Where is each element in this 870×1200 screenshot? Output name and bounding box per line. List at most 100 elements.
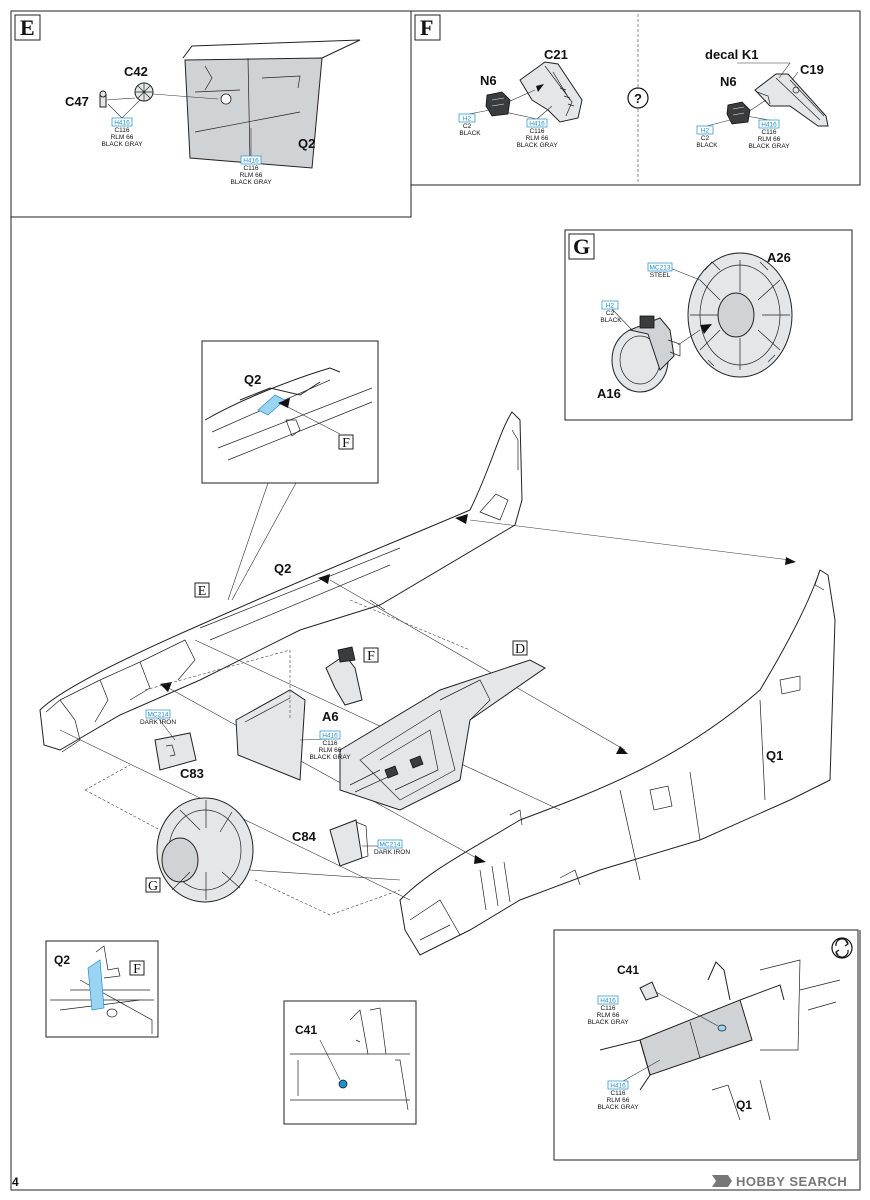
step-f-letter: F — [420, 15, 433, 40]
svg-text:C2: C2 — [463, 123, 472, 130]
color-callout-c84: MC214 DARK IRON — [374, 839, 410, 856]
svg-text:H2: H2 — [701, 128, 710, 135]
step-g-letter: G — [573, 234, 590, 259]
color-callout-f-right-b: H416 C116 RLM 66 BLACK GRAY — [748, 119, 790, 150]
c83-plate — [154, 732, 197, 771]
inset-q2-label: Q2 — [54, 953, 70, 967]
svg-text:BLACK GRAY: BLACK GRAY — [101, 141, 143, 148]
detail-q2: F Q2 — [201, 340, 379, 601]
svg-text:BLACK GRAY: BLACK GRAY — [587, 1019, 629, 1026]
color-callout-g-a: MC213 STEEL — [647, 262, 673, 279]
svg-text:H416: H416 — [610, 1083, 626, 1090]
rotate-c41-label: C41 — [617, 963, 639, 977]
svg-text:C116: C116 — [529, 128, 544, 135]
svg-text:H2: H2 — [463, 116, 472, 123]
part-n6-label-right: N6 — [720, 74, 737, 89]
color-callout-c83: MC214 DARK IRON — [140, 709, 176, 726]
color-callout-rotate-2: H416 C116 RLM 66 BLACK GRAY — [597, 1080, 639, 1111]
inset-rotate: C41 Q1 H416 C116 RLM 66 BLACK GRAY H416 … — [553, 929, 859, 1161]
decal-k1-label: decal K1 — [705, 47, 758, 62]
q2-panel-shape — [184, 57, 323, 169]
color-callout-e2: H416 C116 RLM 66 BLACK GRAY — [230, 155, 272, 186]
svg-text:H416: H416 — [600, 998, 616, 1005]
color-callout-f-right-a: H2 C2 BLACK — [696, 125, 718, 149]
inset-c41-label: C41 — [295, 1023, 317, 1037]
svg-text:RLM 66: RLM 66 — [526, 135, 549, 142]
svg-text:DARK IRON: DARK IRON — [374, 849, 410, 856]
cockpit-tub — [339, 659, 546, 811]
part-c21-label: C21 — [544, 47, 568, 62]
engine-main — [156, 797, 401, 903]
color-callout-f-left-a: H2 C2 BLACK — [458, 113, 481, 137]
a6-panel — [235, 689, 306, 781]
svg-text:MC214: MC214 — [148, 712, 169, 719]
svg-text:C116: C116 — [610, 1090, 625, 1097]
step-f-panel: F ? C21 N6 H2 C2 BLACK H416 C116 RLM 66 — [410, 10, 861, 186]
n6-box-left — [485, 91, 511, 117]
svg-text:BLACK: BLACK — [696, 142, 718, 149]
color-callout-f-left-b: H416 C116 RLM 66 BLACK GRAY — [516, 118, 558, 149]
a16-unit — [611, 315, 681, 393]
svg-text:C2: C2 — [701, 135, 710, 142]
svg-text:C116: C116 — [761, 129, 776, 136]
svg-text:H416: H416 — [243, 158, 259, 165]
ref-g: G — [148, 879, 158, 894]
svg-text:C116: C116 — [243, 165, 258, 172]
svg-text:BLACK GRAY: BLACK GRAY — [597, 1104, 639, 1111]
svg-text:RLM 66: RLM 66 — [240, 172, 263, 179]
svg-text:H416: H416 — [529, 121, 545, 128]
ref-e: E — [198, 584, 207, 599]
step-e-letter: E — [20, 15, 35, 40]
color-callout-a6: H416 C116 RLM 66 BLACK GRAY — [309, 730, 351, 761]
part-c84-label: C84 — [292, 829, 317, 844]
part-a26-label: A26 — [767, 250, 791, 265]
svg-text:RLM 66: RLM 66 — [597, 1012, 620, 1019]
q1-fuselage-half — [399, 569, 836, 956]
svg-text:MC214: MC214 — [380, 842, 401, 849]
n6-box-main — [325, 646, 363, 706]
svg-text:C116: C116 — [600, 1005, 615, 1012]
variant-question-mark: ? — [634, 91, 642, 106]
part-a6-label: A6 — [322, 709, 339, 724]
color-callout-e1: H416 C116 RLM 66 BLACK GRAY — [101, 117, 143, 148]
watermark-text: HOBBY SEARCH — [736, 1174, 847, 1189]
n6-box-right — [726, 101, 751, 125]
inset-q2-ref: F — [133, 962, 141, 977]
a26-engine — [687, 252, 793, 378]
svg-text:H2: H2 — [606, 303, 615, 310]
svg-text:BLACK GRAY: BLACK GRAY — [516, 142, 558, 149]
c47-pin — [99, 90, 107, 108]
c84-plate — [329, 819, 369, 867]
svg-text:BLACK: BLACK — [600, 317, 622, 324]
color-callout-g-b: H2 C2 BLACK — [600, 300, 622, 324]
svg-text:BLACK GRAY: BLACK GRAY — [230, 179, 272, 186]
c42-wheel — [134, 82, 154, 102]
svg-text:H416: H416 — [761, 122, 777, 129]
ref-d: D — [515, 642, 525, 657]
svg-text:H416: H416 — [322, 733, 338, 740]
part-c83-label: C83 — [180, 766, 204, 781]
detail-q2-label: Q2 — [244, 372, 261, 387]
part-c42-label: C42 — [124, 64, 148, 79]
svg-text:H416: H416 — [114, 120, 130, 127]
detail-q2-ref: F — [342, 436, 350, 451]
ref-f-main: F — [367, 649, 375, 664]
part-q2-label: Q2 — [298, 136, 315, 151]
inset-c41: C41 — [283, 1000, 417, 1125]
svg-text:BLACK GRAY: BLACK GRAY — [309, 754, 351, 761]
svg-text:MC213: MC213 — [650, 265, 671, 272]
svg-text:BLACK: BLACK — [459, 130, 481, 137]
part-q1-main-label: Q1 — [766, 748, 783, 763]
part-q2-main-label: Q2 — [274, 561, 291, 576]
inset-q2-f: Q2 F — [45, 940, 159, 1038]
svg-text:C116: C116 — [114, 127, 129, 134]
svg-text:C116: C116 — [322, 740, 337, 747]
q2-fuselage-half — [39, 411, 523, 753]
watermark-logo-icon — [712, 1175, 732, 1187]
rotate-q1-label: Q1 — [736, 1098, 752, 1112]
rotate-icon — [835, 938, 849, 958]
color-callout-rotate-1: H416 C116 RLM 66 BLACK GRAY — [587, 995, 629, 1026]
c21-bracket — [519, 61, 583, 123]
part-c19-label: C19 — [800, 62, 824, 77]
